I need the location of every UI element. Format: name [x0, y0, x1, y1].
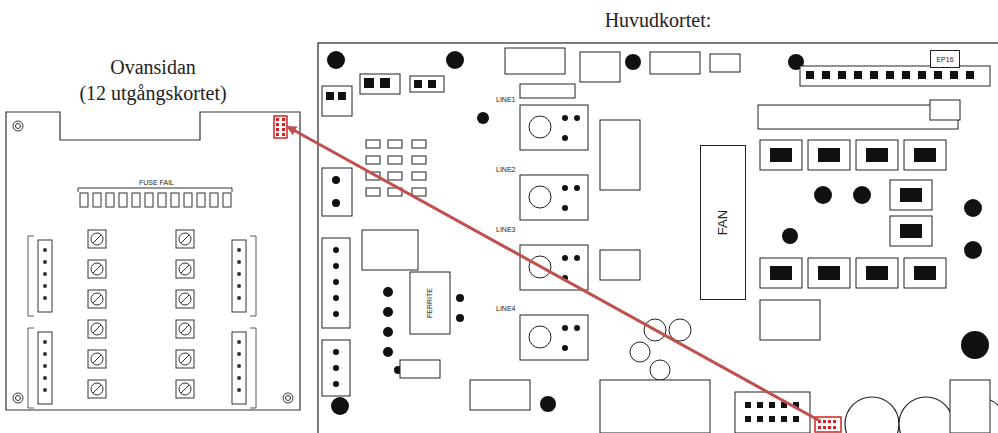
fuse-fail-label: FUSE FAIL [138, 179, 175, 187]
line-label: LINE1 [495, 96, 516, 104]
output-board: Ovansidan (12 utgångskortet) [6, 112, 300, 410]
fan-box: FAN [700, 145, 746, 300]
line-label: LINE2 [495, 166, 516, 174]
board-heading: Ovansidan (12 utgångskortet) [6, 54, 300, 106]
box-label: FAN [715, 210, 730, 235]
connector-arrow [288, 127, 820, 421]
box-label: EP16 [936, 55, 953, 64]
ep16-box: EP16 [930, 50, 960, 68]
ferrite-label: FERRITE [426, 287, 434, 319]
main-board: Huvudkortet:FANEP16 [318, 43, 998, 433]
board-heading: Huvudkortet: [318, 7, 998, 33]
line-label: LINE3 [495, 226, 516, 234]
line-label: LINE4 [495, 305, 516, 313]
